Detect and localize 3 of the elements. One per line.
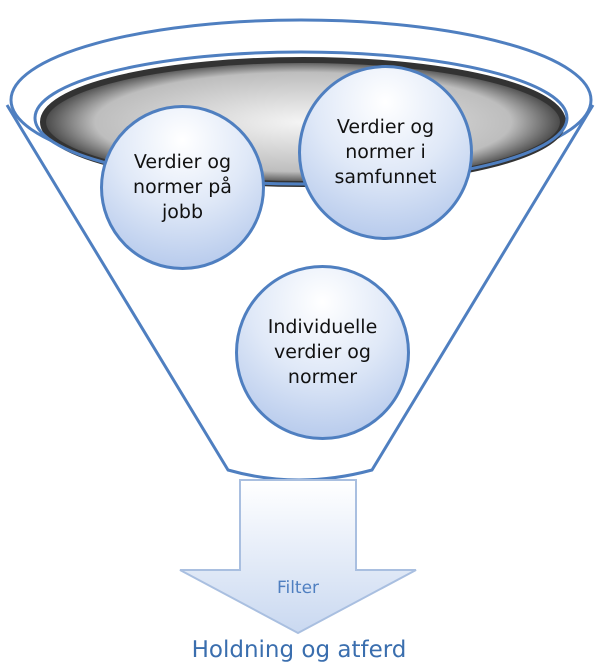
arrow-label: Filter bbox=[276, 578, 320, 598]
block-arrow bbox=[178, 478, 418, 636]
result-text: Holdning og atferd bbox=[190, 637, 408, 663]
